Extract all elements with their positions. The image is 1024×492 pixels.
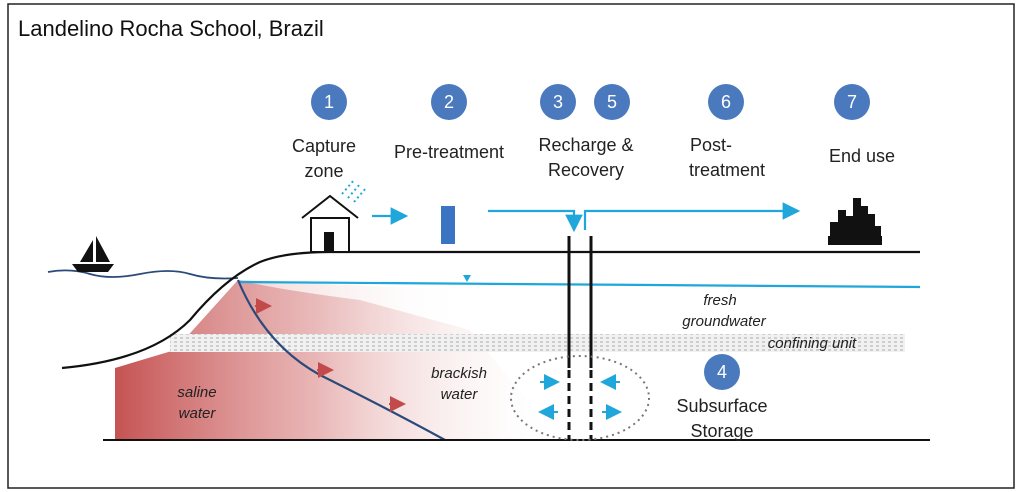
step-number: 7 (847, 92, 857, 112)
step-6: 6 Post- treatment (689, 84, 765, 180)
step-label: Post- (690, 135, 732, 155)
water-table-marker-icon (463, 275, 471, 282)
step-5: 5 (594, 84, 630, 120)
step-3: 3 Recharge & Recovery (538, 84, 634, 180)
storage-zone (510, 355, 650, 441)
brackish-water-label: brackish (431, 365, 487, 382)
diagram-title: Landelino Rocha School, Brazil (18, 16, 324, 41)
step-label: Recovery (548, 160, 624, 180)
step-7: 7 End use (829, 84, 895, 166)
step-1: 1 Capture zone (292, 84, 356, 181)
flow-arrow-to-end-use (583, 202, 801, 230)
fresh-groundwater-label: groundwater (682, 313, 766, 330)
saline-water-label: saline (177, 384, 216, 401)
step-label: Storage (690, 421, 753, 441)
ocean-surface (47, 269, 239, 280)
outer-border (7, 3, 1015, 489)
step-label: Subsurface (676, 396, 767, 416)
brackish-wedge (175, 280, 470, 350)
confining-unit-band (170, 334, 905, 352)
sailboat-icon (72, 236, 114, 272)
step-label: End use (829, 146, 895, 166)
step-number: 6 (721, 92, 731, 112)
city-skyline-icon (828, 198, 882, 245)
step-label: treatment (689, 160, 765, 180)
confining-unit-label: confining unit (768, 335, 857, 352)
pretreatment-tank-icon (441, 206, 455, 244)
flow-arrow-recharge (488, 209, 583, 233)
step-number: 2 (444, 92, 454, 112)
brackish-water-label: water (441, 386, 479, 403)
well-icon (567, 236, 593, 440)
step-number: 1 (324, 92, 334, 112)
rain-icon (341, 179, 367, 203)
saline-water-label: water (179, 405, 217, 422)
step-2: 2 Pre-treatment (394, 84, 504, 162)
step-number: 5 (607, 92, 617, 112)
step-4: 4 Subsurface Storage (676, 354, 768, 441)
land-surface (61, 250, 920, 370)
step-label: zone (304, 161, 343, 181)
step-number: 3 (553, 92, 563, 112)
step-label: Capture (292, 136, 356, 156)
step-label: Recharge & (538, 135, 633, 155)
step-label: Pre-treatment (394, 142, 504, 162)
fresh-groundwater-label: fresh (703, 292, 736, 309)
house-icon (301, 194, 359, 253)
water-table (239, 280, 921, 289)
step-number: 4 (717, 362, 727, 382)
